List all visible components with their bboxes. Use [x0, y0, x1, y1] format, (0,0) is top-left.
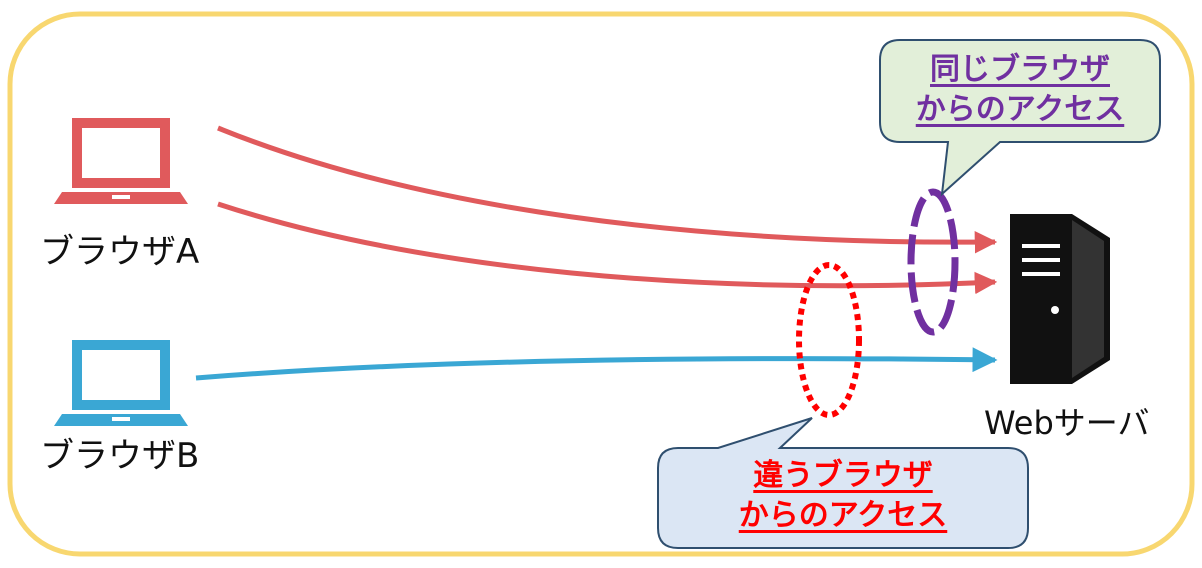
browser-a-label: ブラウザA — [40, 232, 200, 272]
different-browser-callout-text: 違うブラウザ からのアクセス — [658, 456, 1028, 536]
different-browser-highlight — [796, 262, 862, 418]
same-browser-callout-text: 同じブラウザ からのアクセス — [880, 50, 1160, 130]
same-browser-highlight — [907, 188, 959, 336]
browser-b-label: ブラウザB — [40, 436, 200, 476]
laptop-icon — [54, 118, 188, 204]
web-server-label: Webサーバ — [984, 404, 1150, 442]
browser-a-request-arrow-1 — [217, 125, 998, 254]
laptop-icon — [54, 340, 188, 426]
server-tower-icon — [1010, 214, 1110, 384]
browser-b-request-arrow — [195, 347, 998, 381]
different-browser-callout-line2: からのアクセス — [738, 498, 948, 533]
same-browser-callout-line1: 同じブラウザ — [930, 52, 1110, 87]
same-browser-callout-line2: からのアクセス — [915, 92, 1125, 127]
outer-frame — [7, 11, 1195, 557]
browser-a-request-arrow-2 — [217, 201, 998, 295]
same-browser-callout-bubble — [879, 39, 1161, 197]
different-browser-callout-bubble — [657, 417, 1029, 549]
different-browser-callout-line1: 違うブラウザ — [753, 458, 933, 493]
